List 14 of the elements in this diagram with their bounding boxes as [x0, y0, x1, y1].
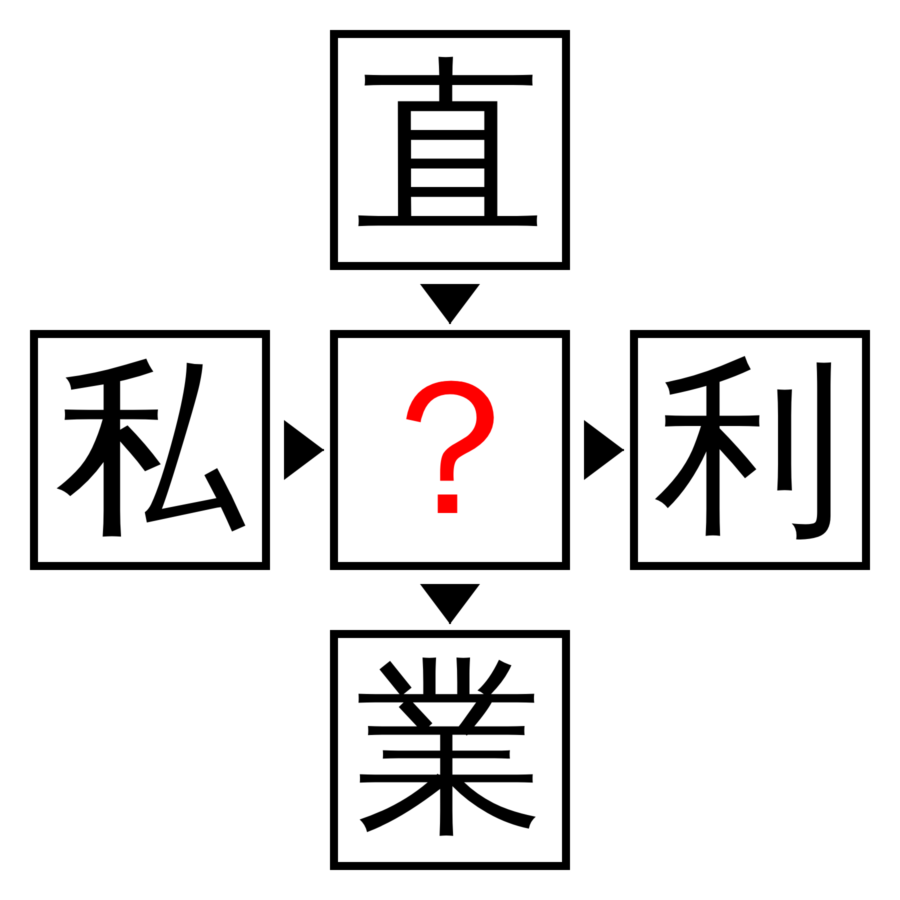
character-box — [330, 630, 570, 870]
character-box — [630, 330, 870, 570]
character-box — [330, 330, 570, 570]
kanji-character: 利 — [655, 355, 845, 545]
arrow — [420, 284, 480, 324]
arrow — [284, 420, 324, 480]
arrow — [584, 420, 624, 480]
kanji-character: 業 — [355, 655, 545, 845]
character-box — [30, 330, 270, 570]
kanji-character: 私 — [55, 355, 245, 545]
arrow — [420, 584, 480, 624]
kanji-character: 直 — [355, 55, 545, 245]
question-mark: ？ — [355, 355, 545, 545]
character-box — [330, 30, 570, 270]
